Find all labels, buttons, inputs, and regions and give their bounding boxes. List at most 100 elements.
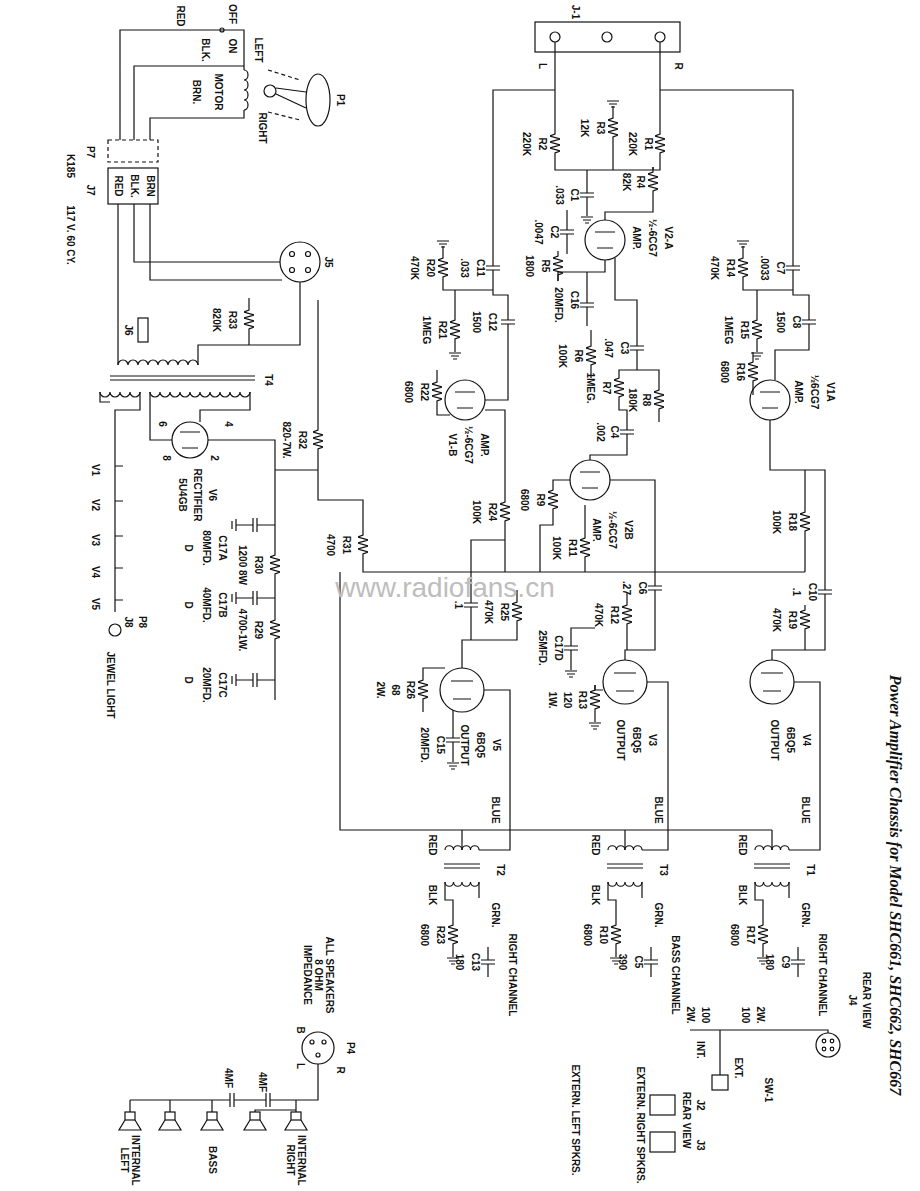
component-label: 6800 (729, 924, 740, 946)
component-label: V1-B (447, 434, 458, 457)
component-label: V4 (90, 566, 101, 578)
component-label: C1 (569, 189, 580, 202)
component-label: J6 (123, 324, 134, 335)
component-label: 6800 (419, 924, 430, 946)
component-label: C17C (217, 672, 228, 698)
component-label: 2W. (755, 1006, 766, 1023)
component-label: 6800 (403, 381, 414, 403)
component-label: C2 (549, 226, 560, 239)
component-label: 20MFD. (201, 667, 212, 703)
component-label: BLK. (200, 38, 211, 61)
component-label: J7 (85, 184, 96, 195)
component-label: BASS (207, 1146, 218, 1174)
component-label: C10 (807, 583, 818, 601)
component-label: EXT. (733, 1057, 744, 1078)
component-label: .1 (453, 601, 464, 609)
component-label: R (673, 62, 684, 69)
component-label: R31 (341, 536, 352, 554)
component-label: R32 (297, 431, 308, 449)
component-label: R9 (535, 494, 546, 507)
component-label: 1MEG. (585, 372, 596, 403)
component-label: R21 (437, 321, 448, 339)
component-label: RIGHT (257, 112, 268, 143)
component-label: 20MFD. (553, 287, 564, 323)
component-label: T3 (658, 864, 669, 876)
component-label: V2-A (663, 227, 674, 250)
component-label: MOTOR (213, 73, 224, 110)
component-label: R22 (419, 383, 430, 401)
component-label: EXTERN. LEFT SPKRS. (570, 1064, 581, 1175)
component-label: BLK (590, 885, 601, 906)
component-label: C7 (775, 262, 786, 275)
component-label: RED (175, 5, 186, 26)
component-label: ALL SPEAKERS 8 OHM IMPEDANCE (302, 935, 335, 1015)
component-label: 6800 (582, 924, 593, 946)
component-label: 4 (223, 421, 234, 427)
component-label: 390 (617, 954, 628, 971)
component-label: 1MEG (723, 316, 734, 344)
component-label: 68 (390, 684, 401, 695)
component-label: J4 (847, 994, 858, 1005)
component-label: BLUE (653, 796, 664, 823)
component-label: R18 (787, 513, 798, 531)
component-label: .033 (554, 185, 565, 204)
component-label: J8 (123, 616, 134, 627)
component-label: C6 (637, 582, 648, 595)
component-label: .002 (595, 422, 606, 441)
component-label: 180K (627, 388, 638, 412)
component-label: RED (113, 175, 124, 196)
watermark: www.radiofans.cn (335, 572, 554, 604)
component-label: 8 (161, 455, 172, 461)
component-label: 820K (211, 308, 222, 332)
component-label: R13 (577, 691, 588, 709)
component-label: EXTERN. RIGHT SPKRS. (635, 1066, 646, 1183)
component-label: R12 (609, 606, 620, 624)
component-label: RED (590, 834, 601, 855)
component-label: 820-7W. (281, 421, 292, 458)
component-label: 5U4GB (177, 478, 188, 511)
component-label: RIGHT CHANNEL (507, 934, 518, 1017)
component-label: 1800 (524, 255, 535, 277)
component-label: 220K (627, 132, 638, 156)
component-label: R11 (567, 539, 578, 557)
component-label: C17A (217, 535, 228, 561)
component-label: R8 (641, 394, 652, 407)
component-label: L (295, 1063, 306, 1069)
component-label: 6BQ5 (785, 727, 796, 753)
component-label: 120 (562, 692, 573, 709)
component-label: R5 (540, 260, 551, 273)
component-label: L (537, 63, 548, 69)
component-label: 6 (157, 421, 168, 427)
component-label: C15 (435, 736, 446, 754)
component-label: C11 (475, 259, 486, 277)
component-label: 6800 (719, 361, 730, 383)
component-label: D (183, 676, 194, 683)
component-label: BLK. (129, 174, 140, 197)
component-label: GRN. (490, 903, 501, 928)
component-label: REAR VIEW (861, 972, 872, 1029)
component-label: ON (227, 39, 238, 54)
component-label: 20MFD. (419, 727, 430, 763)
component-label: C12 (487, 313, 498, 331)
component-label: 117 V. 60 CY. (65, 205, 76, 265)
component-label: P7 (85, 146, 96, 158)
component-label: AMP. (793, 380, 804, 404)
component-label: 2W. (375, 681, 386, 698)
component-label: C9 (780, 956, 791, 969)
component-label: D (183, 601, 194, 608)
component-label: 100K (551, 536, 562, 560)
component-label: .1 (791, 588, 802, 596)
component-label: C13 (470, 953, 481, 971)
component-label: 25MFD. (537, 630, 548, 666)
component-label: 4700 (325, 534, 336, 556)
component-label: JEWEL LIGHT (105, 651, 116, 718)
component-label: BLK (737, 885, 748, 906)
component-label: 6BQ5 (631, 727, 642, 753)
component-label: .047 (603, 338, 614, 357)
component-label: V2B (623, 520, 634, 539)
component-label: R19 (787, 611, 798, 629)
component-label: 4MF (223, 1068, 234, 1088)
component-label: BRN (145, 175, 156, 197)
wiring (100, 22, 840, 1152)
